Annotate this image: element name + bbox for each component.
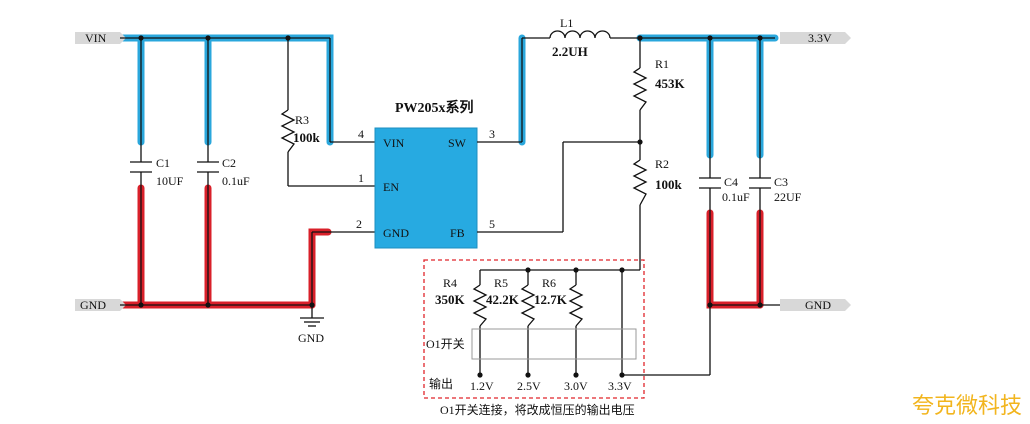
pin-en-name: EN [383, 180, 399, 194]
o1-switch-label: O1开关 [426, 337, 465, 351]
c3-value: 22UF [774, 190, 802, 204]
gnd-right-port-label: GND [805, 298, 831, 312]
chip-name: PW205x系列 [395, 99, 474, 116]
input-wires [120, 35, 375, 318]
pin-sw-name: SW [448, 136, 467, 150]
r6-value: 12.7K [534, 292, 568, 307]
output-label: 输出 [429, 376, 453, 391]
option-1-2v: 1.2V [470, 379, 494, 393]
r5-ref: R5 [494, 276, 508, 290]
r4-value: 350K [435, 292, 466, 307]
l1-ref: L1 [560, 16, 573, 30]
inductor-l1: L1 2.2UH [549, 16, 611, 59]
caption: O1开关连接，将改成恒压的输出电压 [440, 402, 635, 417]
pin-gnd-name: GND [383, 226, 409, 240]
vout-port: 3.3V [780, 31, 851, 45]
c4-value: 0.1uF [722, 190, 750, 204]
c1-value: 10UF [156, 174, 184, 188]
c3-ref: C3 [774, 175, 788, 189]
gnd-right-port: GND [780, 298, 851, 312]
capacitor-c4: C4 0.1uF [699, 175, 750, 204]
r3-value: 100k [293, 130, 321, 145]
pin-1-number: 1 [358, 171, 364, 185]
option-3-3v: 3.3V [608, 379, 632, 393]
ground-symbol-label: GND [298, 331, 324, 345]
vout-port-label: 3.3V [808, 31, 832, 45]
r1-value: 453K [655, 76, 686, 91]
watermark: 夸克微科技 [911, 394, 1022, 419]
resistor-r1: R1 453K [632, 57, 686, 111]
r2-value: 100k [655, 177, 683, 192]
voltage-select-block: R4 350K R5 42.2K R6 12.7K O1开关 输出 1.2V 2… [423, 259, 713, 399]
pin-2-number: 2 [356, 217, 362, 231]
gnd-left-port-label: GND [80, 298, 106, 312]
pw205x-chip: PW205x系列 4 VIN 1 EN 2 GND 3 SW 5 FB [356, 99, 495, 249]
l1-value: 2.2UH [552, 44, 588, 59]
pin-5-number: 5 [489, 217, 495, 231]
pin-3-number: 3 [489, 127, 495, 141]
r6-ref: R6 [542, 276, 556, 290]
pin-vin-name: VIN [383, 136, 405, 150]
pin-4-number: 4 [358, 127, 364, 141]
r4-ref: R4 [443, 276, 457, 290]
option-3-0v: 3.0V [564, 379, 588, 393]
r1-ref: R1 [655, 57, 669, 71]
pin-fb-name: FB [450, 226, 465, 240]
c2-ref: C2 [222, 156, 236, 170]
select-dashed-box [423, 259, 645, 399]
c4-ref: C4 [724, 175, 738, 189]
chip-body [374, 127, 478, 249]
capacitor-c2: C2 0.1uF [197, 156, 250, 188]
r3-ref: R3 [295, 113, 309, 127]
o1-switch-box [471, 328, 637, 360]
resistor-r2: R2 100k [632, 157, 683, 206]
ground-symbol: GND [298, 317, 324, 345]
resistor-r3: R3 100k [280, 109, 321, 153]
option-2-5v: 2.5V [517, 379, 541, 393]
c1-ref: C1 [156, 156, 170, 170]
r5-value: 42.2K [486, 292, 520, 307]
output-wires [477, 35, 780, 308]
vin-port: VIN [75, 31, 126, 45]
c2-value: 0.1uF [222, 174, 250, 188]
capacitor-c3: C3 22UF [749, 175, 802, 204]
capacitor-c1: C1 10UF [130, 156, 184, 188]
r2-ref: R2 [655, 157, 669, 171]
vin-port-label: VIN [85, 31, 107, 45]
gnd-left-port: GND [75, 298, 126, 312]
